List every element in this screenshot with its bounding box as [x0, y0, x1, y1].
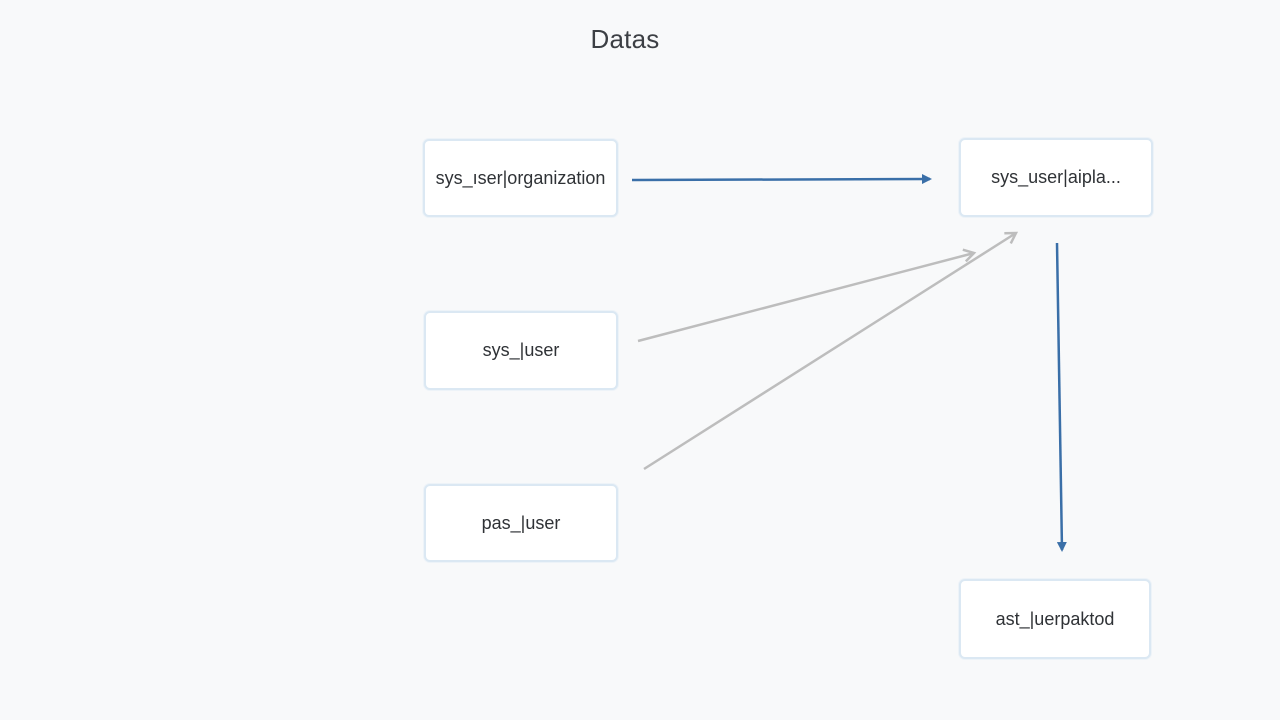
edge-organization-to-aipla [631, 174, 932, 185]
node-label: sys_ıser|organization [435, 167, 606, 188]
node-label: sys_|user [482, 340, 560, 360]
diagram-title: Datas [590, 24, 660, 54]
edge-sys-user-to-aipla [637, 248, 977, 343]
node-label: sys_user|aipla... [991, 167, 1121, 187]
node-sys-user-organization[interactable]: sys_ıser|organization [423, 139, 618, 217]
node-ast-uerpaktod[interactable]: ast_|uerpaktod [959, 579, 1151, 659]
node-sys-user[interactable]: sys_|user [424, 311, 618, 390]
node-sys-user-aipla[interactable]: sys_user|aipla... [959, 138, 1153, 217]
edge-aipla-to-uerpaktod [1055, 242, 1067, 552]
node-label: ast_|uerpaktod [995, 608, 1115, 629]
node-pas-user[interactable]: pas_|user [424, 484, 618, 562]
edge-pas-user-to-aipla [643, 231, 1019, 471]
node-label: pas_|user [481, 512, 561, 533]
